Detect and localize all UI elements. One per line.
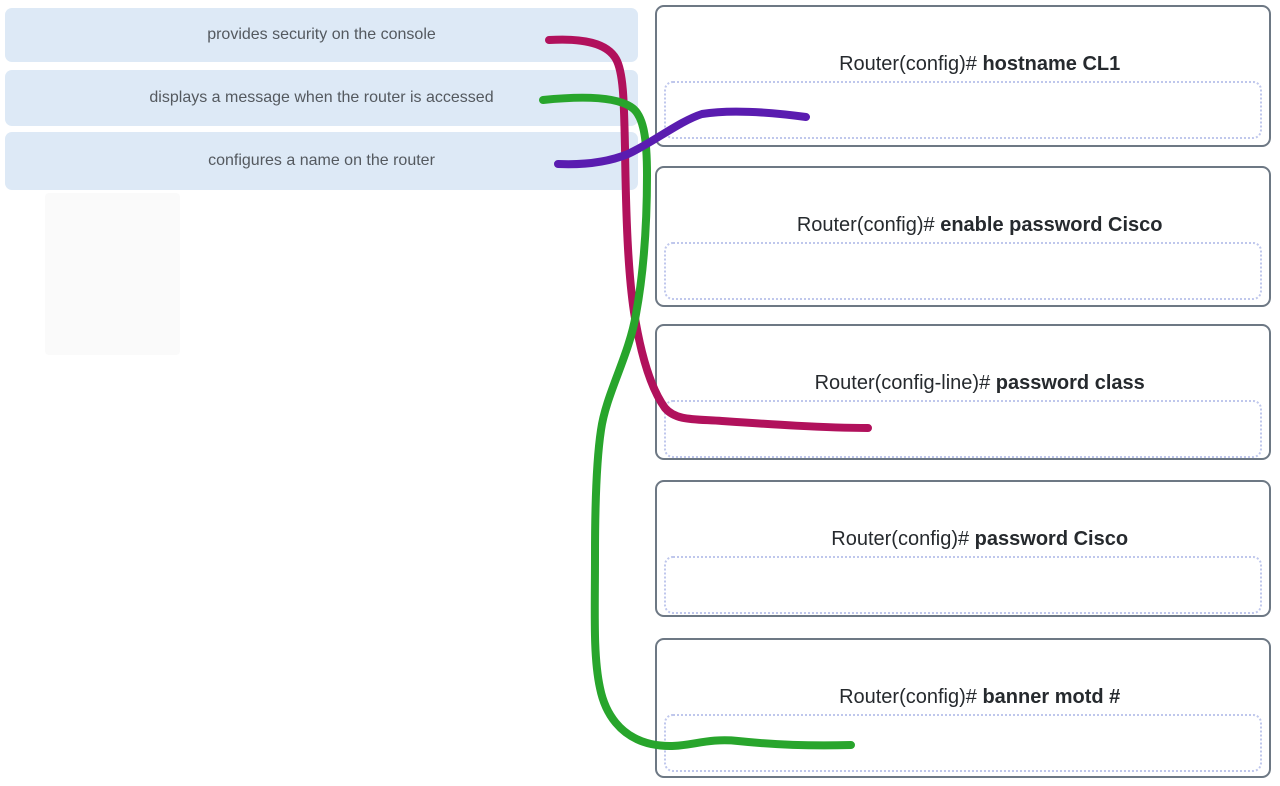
- faint-ghost-block: [45, 193, 180, 355]
- command-prompt: Router(config)#: [796, 214, 941, 236]
- command-prompt: Router(config)#: [831, 528, 975, 550]
- command-card-password-cisco: Router(config)# password Cisco: [655, 480, 1271, 617]
- command-prompt: Router(config)#: [839, 53, 983, 75]
- command-text: password Cisco: [974, 528, 1129, 550]
- command-card-banner-motd: Router(config)# banner motd #: [655, 638, 1271, 778]
- command-prompt: Router(config)#: [839, 686, 983, 708]
- command-text: password class: [995, 372, 1145, 394]
- drag-label-text: displays a message when the router is ac…: [149, 89, 494, 107]
- command-prompt: Router(config-line)#: [814, 372, 996, 394]
- dropzone-banner-motd[interactable]: [664, 714, 1262, 772]
- command-text: hostname CL1: [982, 53, 1121, 75]
- dropzone-password-cisco[interactable]: [664, 556, 1262, 614]
- command-text: banner motd #: [982, 686, 1121, 708]
- command-card-password-class: Router(config-line)# password class: [655, 324, 1271, 460]
- command-card-hostname: Router(config)# hostname CL1: [655, 5, 1271, 147]
- command-line: Router(config)# hostname CL1: [657, 30, 1269, 99]
- drag-label-configures-name[interactable]: configures a name on the router: [5, 132, 638, 190]
- drag-label-displays-message[interactable]: displays a message when the router is ac…: [5, 70, 638, 126]
- dropzone-enable-password[interactable]: [664, 242, 1262, 300]
- command-card-enable-password: Router(config)# enable password Cisco: [655, 166, 1271, 307]
- drag-label-text: configures a name on the router: [208, 152, 435, 170]
- drag-label-text: provides security on the console: [207, 26, 436, 44]
- dropzone-password-class[interactable]: [664, 400, 1262, 458]
- drag-label-provides-security[interactable]: provides security on the console: [5, 8, 638, 62]
- command-line: Router(config)# password Cisco: [657, 505, 1269, 574]
- dropzone-hostname[interactable]: [664, 81, 1262, 139]
- command-line: Router(config)# banner motd #: [657, 663, 1269, 732]
- command-text: enable password Cisco: [940, 214, 1163, 236]
